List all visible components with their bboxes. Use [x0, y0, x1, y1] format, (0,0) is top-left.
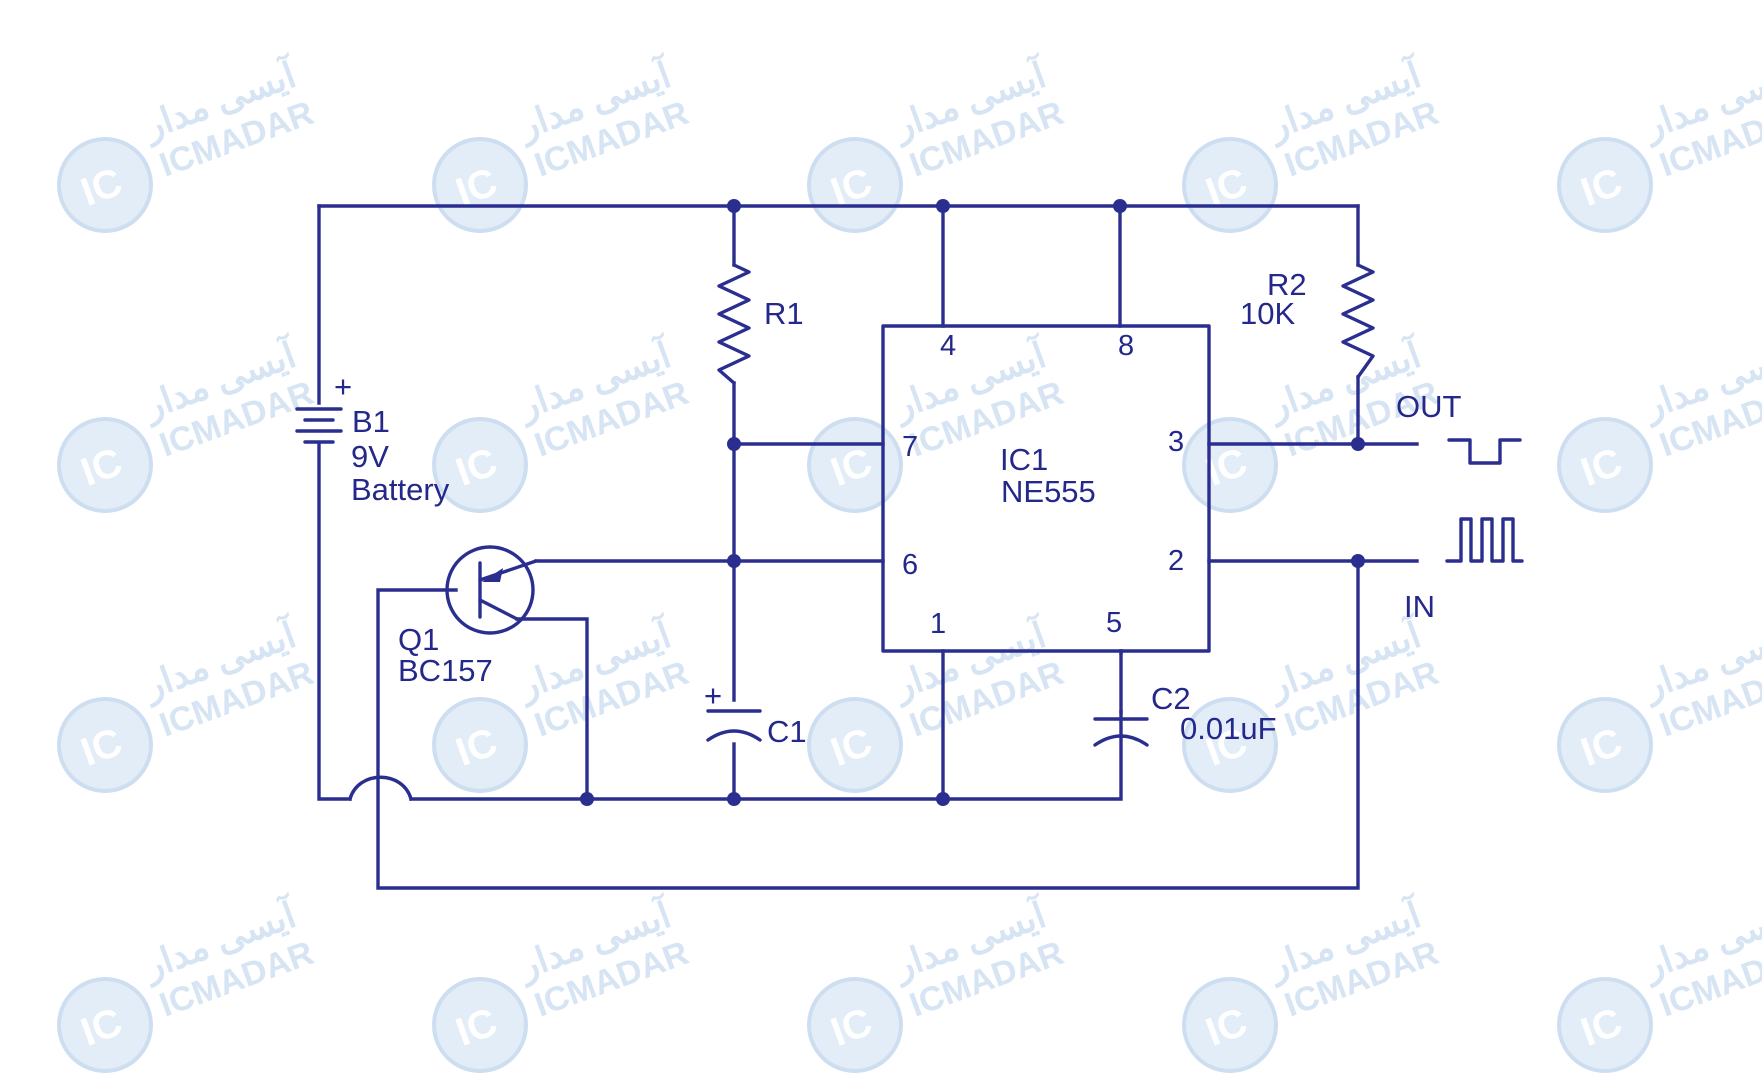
resistor-r1 [717, 263, 751, 385]
ic1-ref-label: IC1 [1000, 442, 1048, 477]
resistor-r2 [1341, 263, 1375, 379]
q1-ref-label: Q1 [398, 622, 439, 657]
pin-1-label: 1 [930, 608, 946, 640]
c2-value-label: 0.01uF [1180, 711, 1277, 746]
output-waveform [1447, 438, 1522, 465]
pin-7-label: 7 [902, 431, 918, 463]
c2-ref-label: C2 [1151, 681, 1191, 716]
pin-4-label: 4 [940, 330, 956, 362]
q1-part-label: BC157 [398, 653, 493, 688]
input-waveform [1445, 517, 1524, 563]
c1-plus-sign: + [704, 678, 722, 713]
wires [317, 204, 1419, 890]
junction-nodes [580, 199, 1365, 806]
battery-desc-label: Battery [351, 472, 450, 507]
pin-6-label: 6 [902, 549, 918, 581]
battery-b1 [295, 407, 343, 444]
r1-ref-label: R1 [764, 296, 804, 331]
r2-ref-label: R2 [1267, 267, 1307, 302]
out-label: OUT [1396, 389, 1462, 424]
battery-ref-label: B1 [352, 404, 390, 439]
capacitor-c1 [706, 709, 762, 742]
ic1-part-label: NE555 [1001, 474, 1096, 509]
pin-2-label: 2 [1168, 545, 1184, 577]
c1-ref-label: C1 [767, 714, 807, 749]
pin-5-label: 5 [1106, 607, 1122, 639]
pin-8-label: 8 [1118, 330, 1134, 362]
battery-voltage-label: 9V [351, 439, 389, 474]
battery-plus-sign: + [334, 369, 352, 404]
in-label: IN [1404, 589, 1435, 624]
r2-value-label: 10K [1240, 296, 1295, 331]
transistor-q1 [445, 545, 538, 635]
ic1-body [881, 324, 1211, 653]
capacitor-c2 [1093, 717, 1149, 747]
pin-3-label: 3 [1168, 426, 1184, 458]
